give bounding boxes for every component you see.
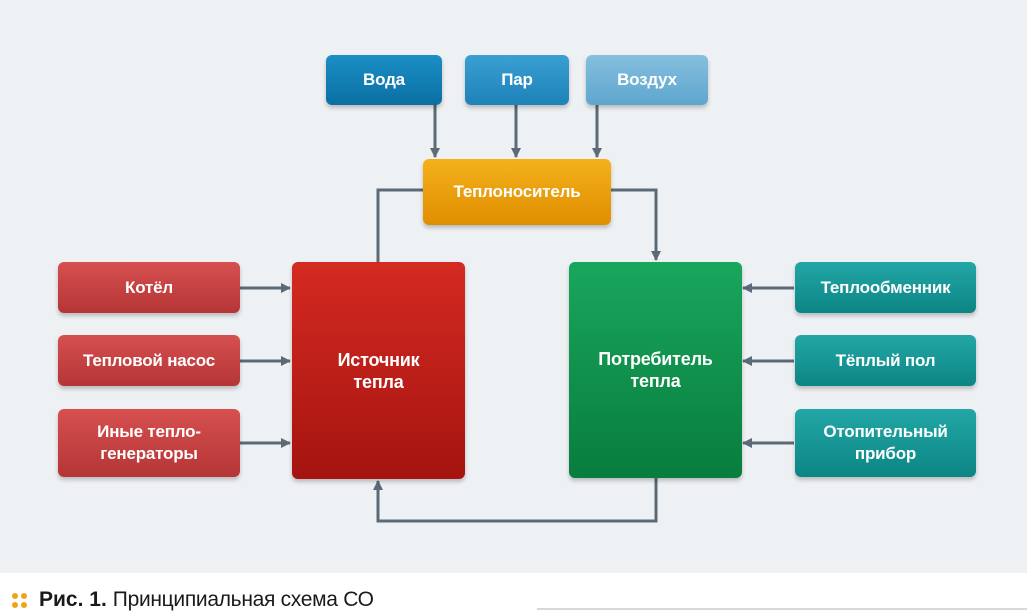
node-heat-pump-label: Тепловой насос [83, 350, 215, 370]
node-radiator-label: Отопительный прибор [823, 422, 948, 463]
node-steam: Пар [465, 55, 569, 105]
node-water: Вода [326, 55, 442, 105]
node-heat-pump: Тепловой насос [58, 335, 240, 386]
node-heat-carrier-label: Теплоноситель [453, 182, 581, 201]
figure-title: Принципиальная схема СО [112, 588, 374, 611]
node-heat-source-label: Источник тепла [337, 349, 420, 392]
node-heat-source: Источник тепла [292, 262, 465, 479]
node-heat-exchanger-label: Теплообменник [820, 277, 951, 297]
node-heat-carrier: Теплоноситель [423, 159, 611, 225]
node-air: Воздух [586, 55, 708, 105]
divider-line [537, 608, 1027, 610]
node-steam-label: Пар [501, 70, 533, 89]
node-water-label: Вода [363, 70, 405, 89]
node-air-label: Воздух [617, 70, 677, 89]
caption-dots-icon [12, 592, 27, 608]
node-heat-consumer-label: Потребитель тепла [598, 349, 713, 391]
node-boiler: Котёл [58, 262, 240, 313]
line-source-to-carrier [376, 188, 423, 262]
diagram-panel: Вода Пар Воздух Теплоноситель Источник т… [0, 0, 1027, 573]
figure-number: Рис. 1. [39, 588, 107, 611]
node-warm-floor: Тёплый пол [795, 335, 976, 386]
node-other-generators: Иные тепло- генераторы [58, 409, 240, 477]
node-radiator: Отопительный прибор [795, 409, 976, 477]
connector-layer [240, 105, 794, 523]
arrow-carrier-to-consumer [610, 188, 661, 261]
node-other-generators-label: Иные тепло- генераторы [97, 422, 201, 463]
figure-caption: Рис. 1. Принципиальная схема СО [12, 588, 374, 612]
node-warm-floor-label: Тёплый пол [835, 350, 936, 370]
node-heat-consumer: Потребитель тепла [569, 262, 742, 478]
node-heat-exchanger: Теплообменник [795, 262, 976, 313]
arrow-consumer-return-to-source [373, 478, 658, 523]
node-boiler-label: Котёл [125, 277, 173, 297]
